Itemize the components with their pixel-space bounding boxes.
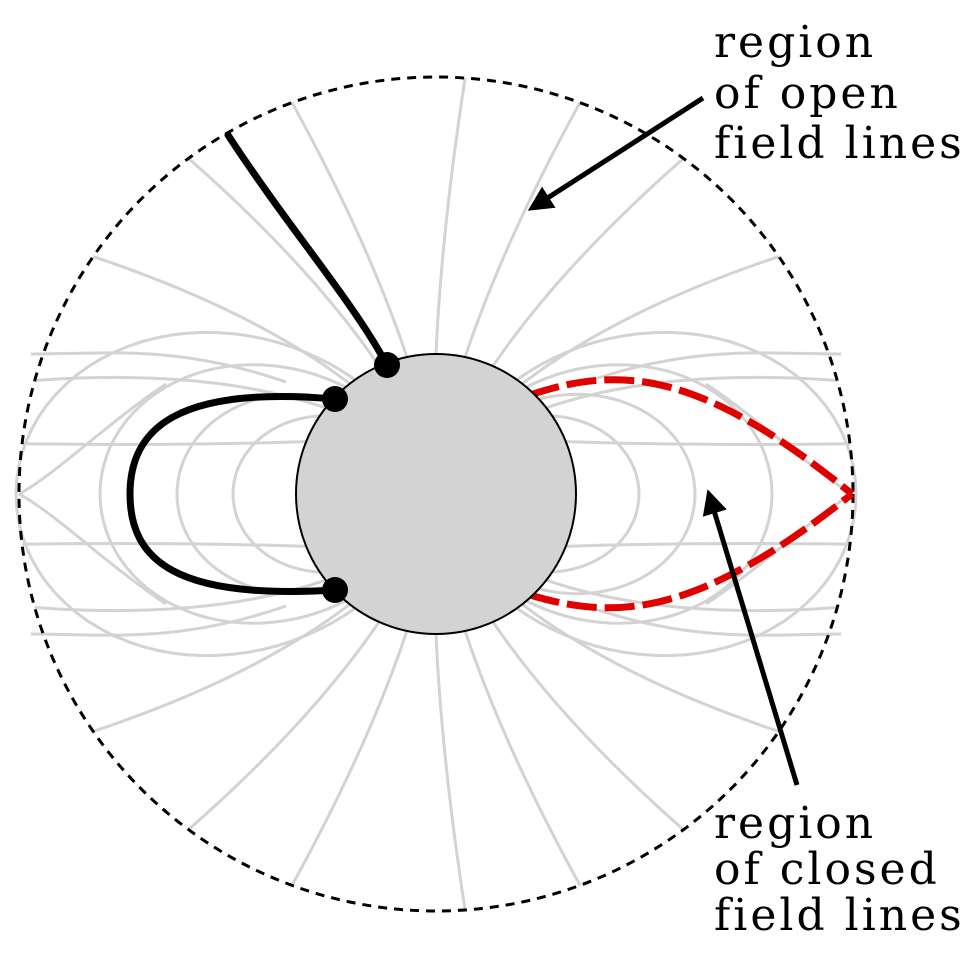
closed-field-line	[515, 330, 858, 658]
open-field-line	[30, 351, 287, 384]
open-field-line	[290, 101, 409, 358]
open-region-arrow	[527, 95, 705, 211]
open-field-line	[521, 603, 780, 733]
open-field-line	[545, 578, 838, 613]
open-field-line	[434, 633, 467, 911]
open-field-line	[585, 604, 842, 637]
open-field-line	[463, 630, 582, 887]
open-field-line	[585, 351, 842, 384]
closed-field-line	[14, 330, 357, 658]
open-region-label-line-2: of open	[714, 68, 901, 119]
open-field-line	[521, 255, 780, 385]
open-field-line	[21, 440, 307, 446]
open-field-line	[187, 621, 381, 831]
closed-field-line	[525, 363, 774, 625]
open-field-line-highlight	[224, 131, 391, 369]
closed-field-loop-highlight	[126, 392, 339, 595]
open-field-line	[491, 621, 685, 831]
open-field-line	[565, 440, 851, 446]
open-field-line	[187, 157, 381, 367]
open-field-line	[18, 382, 167, 496]
open-field-line	[18, 492, 167, 606]
open-region-label: region of open field lines	[714, 17, 965, 169]
field-lines-group	[14, 77, 858, 911]
closed-region-label-line-1: region	[714, 798, 876, 849]
open-field-line	[565, 542, 851, 548]
open-field-line	[545, 375, 838, 410]
open-field-line	[92, 255, 351, 385]
closed-field-line	[538, 392, 697, 596]
footpoint-open-line	[374, 352, 400, 378]
open-field-line	[21, 542, 307, 548]
open-field-line	[290, 630, 409, 887]
open-field-line	[92, 603, 351, 733]
closed-region-arrow	[702, 489, 800, 786]
closed-region-label: region of closed field lines	[714, 798, 965, 941]
star-disc	[295, 353, 577, 635]
closed-field-line	[98, 363, 347, 625]
footpoint-loop-bottom	[322, 577, 348, 603]
outer-boundary-dashed-circle	[17, 75, 855, 913]
closed-field-line	[552, 414, 641, 574]
open-field-line	[491, 157, 685, 367]
closed-region-label-line-2: of closed	[714, 844, 940, 895]
footpoint-loop-top	[322, 386, 348, 412]
open-region-label-line-3: field lines	[714, 118, 965, 169]
closed-field-line	[231, 414, 320, 574]
open-field-line	[30, 604, 287, 637]
closed-region-label-line-3: field lines	[714, 890, 965, 941]
open-region-label-line-1: region	[714, 17, 876, 68]
last-closed-field-line	[528, 376, 855, 612]
open-field-line	[463, 101, 582, 358]
open-field-line	[434, 77, 467, 355]
